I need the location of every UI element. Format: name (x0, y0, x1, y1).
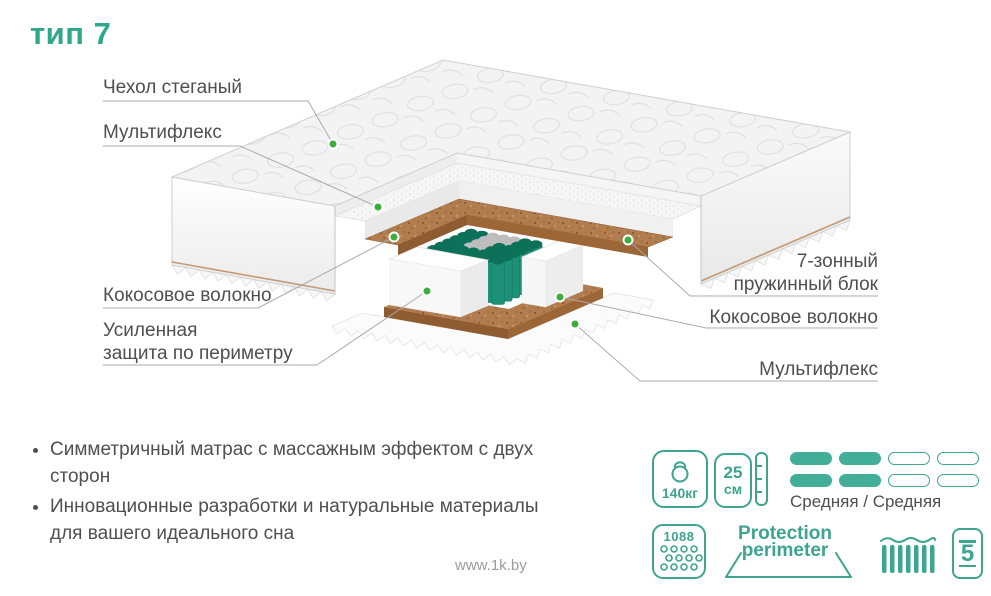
perimeter-outline-icon (725, 552, 852, 578)
callout-coconut-right: Кокосовое волокно (709, 307, 878, 328)
firmness-pill-empty (888, 474, 930, 487)
firmness-label: Средняя / Средняя (790, 492, 942, 511)
callout-multiflex-right: Мультифлекс (759, 359, 878, 380)
callout-perimeter-line1: Усиленная (103, 320, 198, 341)
spring-count-box: 1088 (652, 524, 706, 579)
callout-spring-line1: 7-зонный (796, 251, 878, 272)
feature-item: Симметричный матрас с массажным эффектом… (50, 436, 588, 490)
kettlebell-icon (671, 460, 689, 482)
firmness-scale (790, 452, 979, 496)
firmness-pill-filled (790, 474, 832, 487)
callout-perimeter-protection: Усиленная защита по периметру (103, 319, 293, 365)
height-box: 25 см (714, 453, 752, 508)
warranty-badge: 5 (952, 528, 983, 579)
firmness-pill-filled (839, 452, 881, 465)
callout-quilted-cover: Чехол стеганый (103, 77, 243, 98)
callout-spring-block: 7-зонный пружинный блок (638, 250, 878, 296)
feature-text: Симметричный матрас с массажным эффектом… (50, 439, 534, 487)
callout-coconut-left: Кокосовое волокно (103, 285, 272, 306)
feature-text: Инновационные разработки и натуральные м… (50, 496, 539, 517)
page-title: тип 7 (30, 16, 112, 51)
protection-perimeter-badge: Protection perimeter (714, 524, 856, 580)
firmness-pill-empty (937, 452, 979, 465)
spring-count-value: 1088 (663, 529, 695, 544)
ruler-icon (755, 452, 768, 506)
height-unit: см (723, 481, 743, 497)
watermark: www.1k.by (455, 557, 527, 574)
callout-perimeter-line2: защита по периметру (103, 343, 293, 364)
height-value: 25 (723, 463, 743, 482)
feature-item: Инновационные разработки и натуральные м… (50, 493, 588, 547)
max-weight-box: 140кг (652, 450, 708, 508)
firmness-row (790, 474, 979, 487)
callout-spring-line2: пружинный блок (733, 274, 878, 295)
firmness-pill-filled (839, 474, 881, 487)
protection-line2: perimeter (741, 540, 829, 561)
springs-bars-icon (880, 537, 936, 573)
protection-line1: Protection (738, 523, 832, 544)
feature-text: для вашего идеального сна (50, 523, 295, 544)
spring-count-icon (660, 545, 703, 571)
firmness-pill-empty (888, 452, 930, 465)
firmness-pill-empty (937, 474, 979, 487)
protection-text: Protection perimeter (714, 523, 856, 561)
warranty-value: 5 (960, 539, 975, 567)
firmness-pill-filled (790, 452, 832, 465)
callout-multiflex-left: Мультифлекс (103, 122, 222, 143)
firmness-row (790, 452, 979, 465)
feature-list: Симметричный матрас с массажным эффектом… (28, 436, 588, 550)
max-weight-value: 140кг (661, 484, 699, 501)
